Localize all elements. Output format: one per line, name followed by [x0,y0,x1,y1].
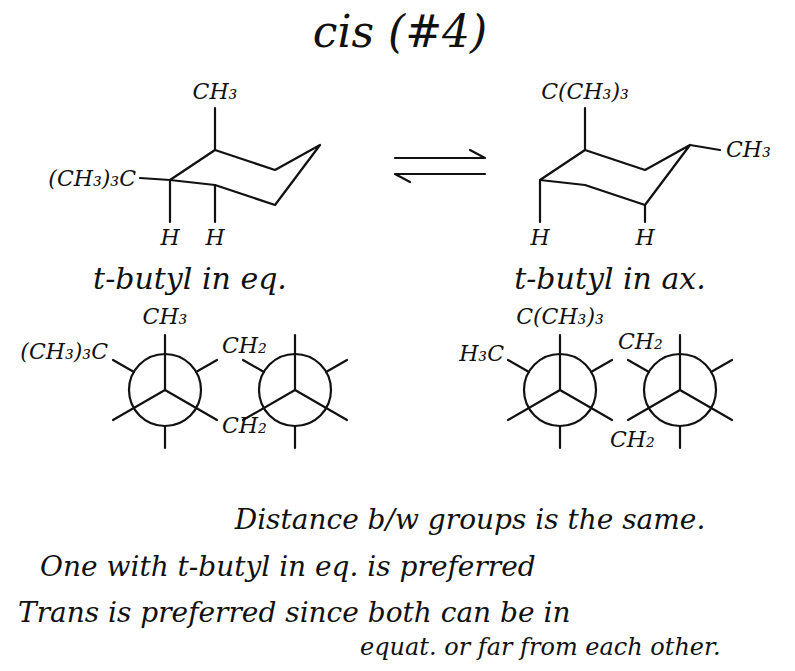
caption-note: t-butyl in ax. [514,262,706,295]
chair-ring [540,145,690,205]
group-label: CH₃ [193,80,238,104]
group-label: (CH₃)₃C [20,340,108,364]
atom-label: H [530,226,549,250]
note: equat. or far from each other. [360,634,721,660]
bond [214,185,216,222]
group-label: CH₂ [610,428,655,452]
atom-label: H [635,226,654,250]
bond [690,145,720,150]
newman-projection [508,335,612,448]
bond [644,205,646,222]
note: Trans is preferred since both can be in [18,598,570,629]
group-label: CH₃ [726,138,771,162]
group-label: CH₂ [222,334,267,358]
atom-label: H [160,226,179,250]
equilibrium-arrow [395,150,485,158]
title: cis (#4) [313,8,487,56]
group-label: CH₂ [618,330,663,354]
group-label: CH₂ [222,414,267,438]
chair-ring [170,145,320,205]
bond [140,178,170,180]
newman-projection [113,335,217,448]
group-label: C(CH₃)₃ [516,305,604,329]
group-label: C(CH₃)₃ [541,80,629,104]
atom-label: H [205,226,224,250]
bond [539,180,541,222]
group-label: (CH₃)₃C [48,167,136,191]
note: One with t-butyl in eq. is preferred [40,552,536,583]
caption-note: t-butyl in eq. [93,262,287,295]
note: Distance b/w groups is the same. [235,505,706,536]
bond [169,180,171,222]
group-label: H₃C [459,342,504,366]
bond [584,108,586,150]
group-label: CH₃ [143,305,188,329]
bond [214,108,216,150]
equilibrium-arrow [395,174,485,182]
